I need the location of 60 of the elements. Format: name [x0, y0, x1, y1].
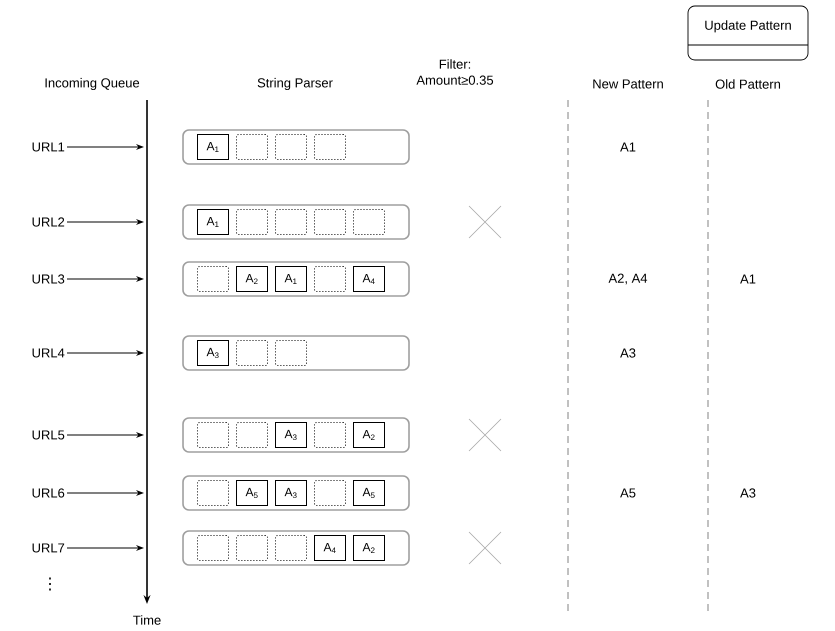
- column-header: Filter: Amount≥0.35: [416, 59, 494, 85]
- pattern-cell: A$_{2}$: [353, 422, 385, 448]
- parser-bar: [182, 204, 410, 240]
- empty-cell: [275, 134, 307, 160]
- parser-bar: [182, 335, 410, 371]
- empty-cell: [275, 340, 307, 366]
- empty-cell: [314, 209, 346, 235]
- pattern-cell: A$_{1}$: [197, 134, 229, 160]
- pattern-cell: A$_{2}$: [236, 266, 268, 292]
- parser-bar: [182, 417, 410, 453]
- empty-cell: [275, 535, 307, 561]
- empty-cell: [314, 266, 346, 292]
- pattern-cell: A$_{3}$: [275, 480, 307, 506]
- empty-cell: [236, 209, 268, 235]
- empty-cell: [314, 134, 346, 160]
- pattern-value: A3: [740, 488, 756, 498]
- pattern-value: A2, A4: [608, 274, 648, 284]
- axis-label: Time: [133, 615, 161, 625]
- empty-cell: [314, 422, 346, 448]
- url-label: URL1: [32, 142, 64, 152]
- url-label: URL4: [32, 348, 64, 358]
- empty-cell: [353, 209, 385, 235]
- pattern-cell: A$_{2}$: [353, 535, 385, 561]
- empty-cell: [197, 266, 229, 292]
- pattern-value: A3: [620, 348, 636, 358]
- column-header: New Pattern: [593, 79, 663, 89]
- empty-cell: [197, 422, 229, 448]
- pattern-value: A1: [620, 142, 636, 152]
- pattern-cell: A$_{5}$: [353, 480, 385, 506]
- parser-bar: [182, 261, 410, 297]
- url-label: URL5: [32, 430, 64, 440]
- pattern-cell: A$_{1}$: [275, 266, 307, 292]
- empty-cell: [314, 480, 346, 506]
- empty-cell: [236, 535, 268, 561]
- pattern-cell: A$_{1}$: [197, 209, 229, 235]
- empty-cell: [236, 422, 268, 448]
- column-header: String Parser: [258, 78, 333, 90]
- pattern-value: A1: [740, 274, 756, 284]
- url-label: URL7: [32, 543, 64, 553]
- empty-cell: [197, 480, 229, 506]
- parser-bar: [182, 530, 410, 566]
- ellipsis: ⋮: [49, 578, 51, 590]
- empty-cell: [236, 134, 268, 160]
- parser-bar: [182, 475, 410, 511]
- update-box: Update Pattern: [688, 6, 808, 60]
- pattern-cell: A$_{5}$: [236, 480, 268, 506]
- url-label: URL6: [32, 488, 64, 498]
- pattern-cell: A$_{4}$: [314, 535, 346, 561]
- pattern-cell: A$_{3}$: [275, 422, 307, 448]
- empty-cell: [197, 535, 229, 561]
- pattern-value: A5: [620, 488, 636, 498]
- column-header: Old Pattern: [716, 79, 780, 89]
- pattern-cell: A$_{4}$: [353, 266, 385, 292]
- parser-bar: [182, 129, 410, 165]
- url-label: URL2: [32, 217, 64, 227]
- pattern-cell: A$_{3}$: [197, 340, 229, 366]
- column-header: Incoming Queue: [46, 78, 140, 90]
- empty-cell: [275, 209, 307, 235]
- empty-cell: [236, 340, 268, 366]
- url-label: URL3: [32, 274, 64, 284]
